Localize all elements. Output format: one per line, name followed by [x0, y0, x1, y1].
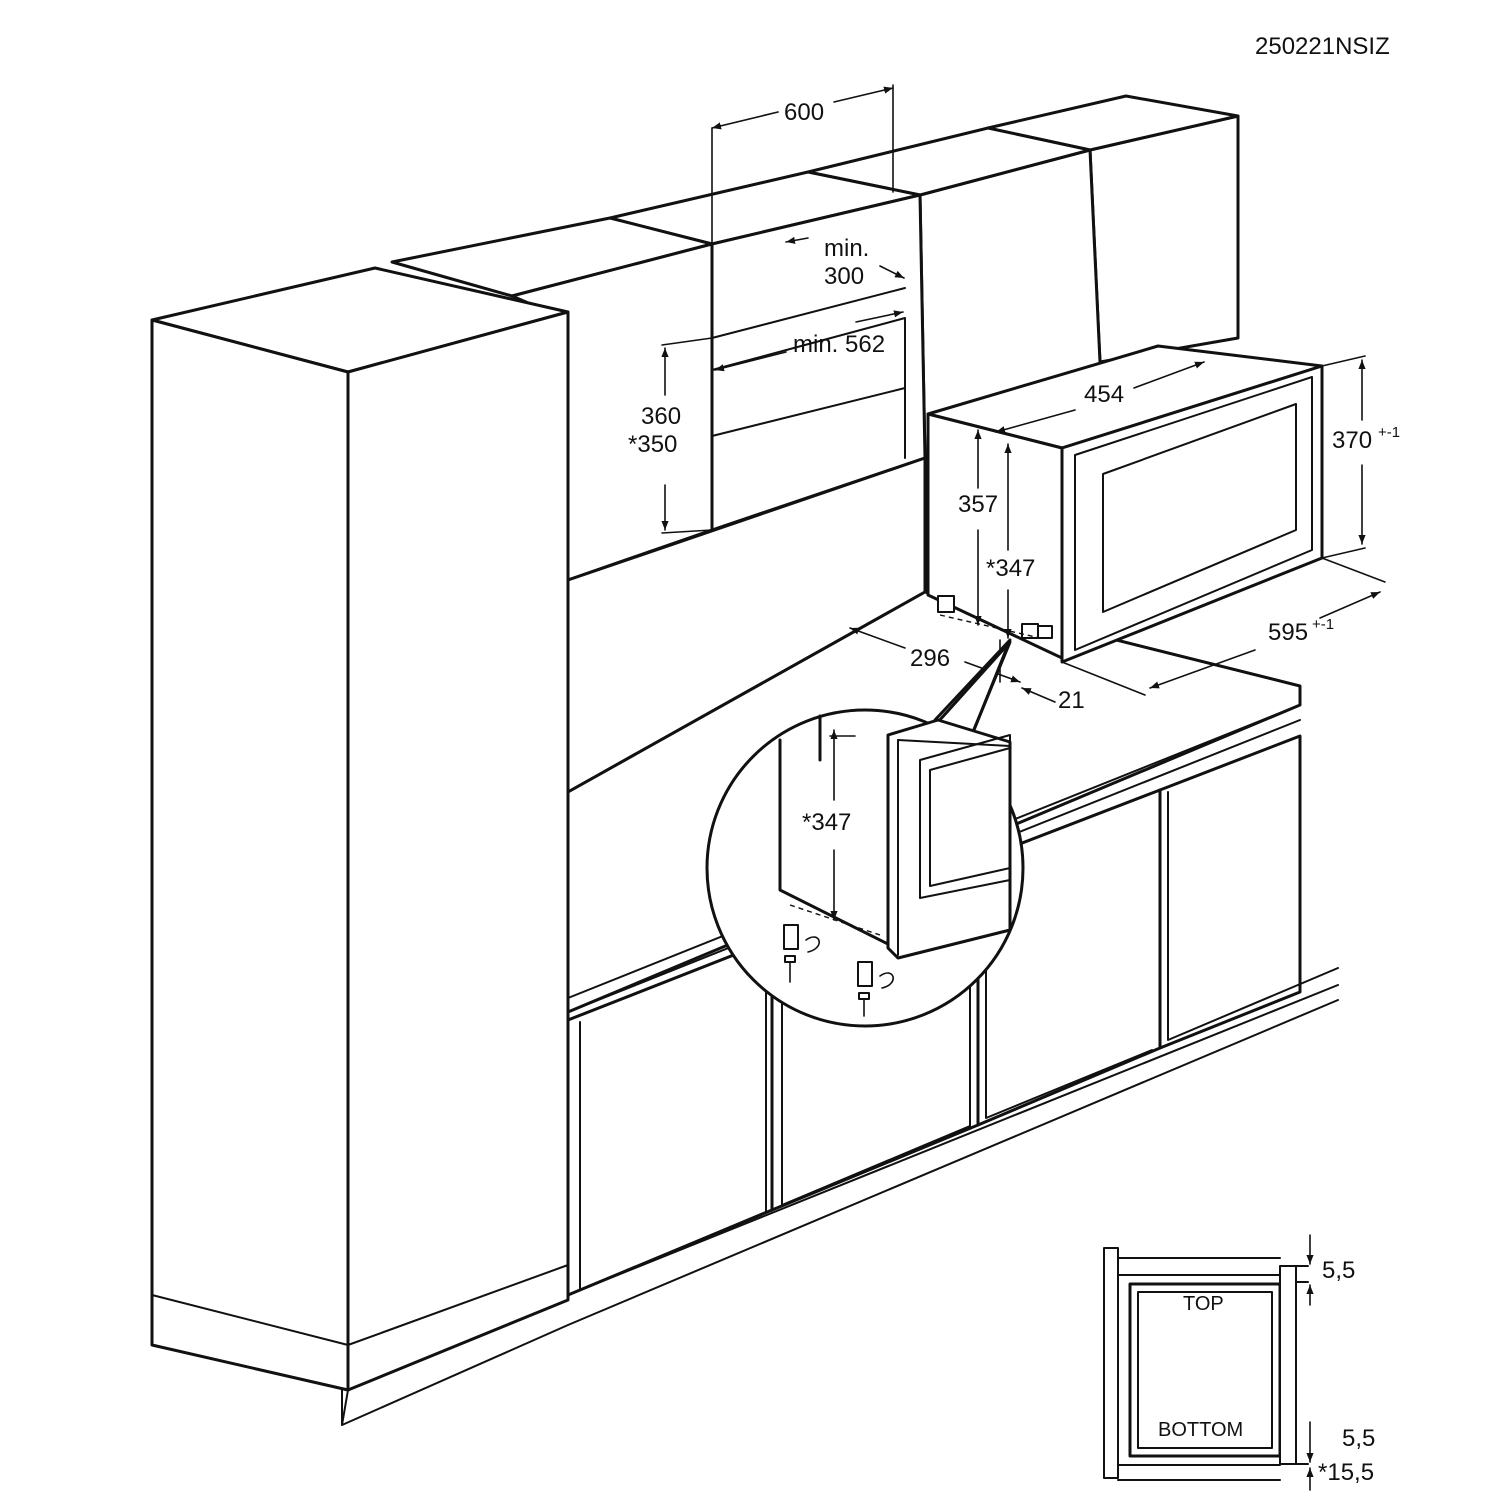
dim-370: 370: [1332, 427, 1372, 454]
gap-bottom-alt: *15,5: [1318, 1459, 1374, 1486]
dim-min-label: min.: [824, 235, 869, 262]
dim-595: 595: [1268, 619, 1308, 646]
section-detail: [1103, 1234, 1314, 1491]
tall-cabinet: [150, 266, 570, 1426]
gap-bottom: 5,5: [1342, 1425, 1375, 1452]
dim-350: *350: [628, 431, 677, 458]
section-top-label: TOP: [1183, 1293, 1224, 1315]
dim-595-tol: +-1: [1312, 616, 1334, 633]
dim-600: 600: [784, 99, 824, 126]
dim-357: 357: [958, 491, 998, 518]
dim-370-tol: +-1: [1378, 424, 1400, 441]
labels: 250221NSIZ 600 min. 300 min. 562 360 *35…: [628, 33, 1400, 1486]
detail-callout: [705, 638, 1025, 1028]
dim-21: 21: [1058, 687, 1085, 714]
dim-300: 300: [824, 263, 864, 290]
gap-top: 5,5: [1322, 1257, 1355, 1284]
dim-296: 296: [910, 645, 950, 672]
section-bottom-label: BOTTOM: [1158, 1419, 1243, 1441]
dim-454: 454: [1084, 381, 1124, 408]
dim-360: 360: [641, 403, 681, 430]
drawing-code: 250221NSIZ: [1255, 33, 1390, 60]
dim-min-562: min. 562: [793, 331, 885, 358]
dimension-lines: [661, 84, 1386, 703]
detail-dim-347: *347: [802, 809, 851, 836]
microwave: [926, 344, 1324, 664]
dim-347: *347: [986, 555, 1035, 582]
